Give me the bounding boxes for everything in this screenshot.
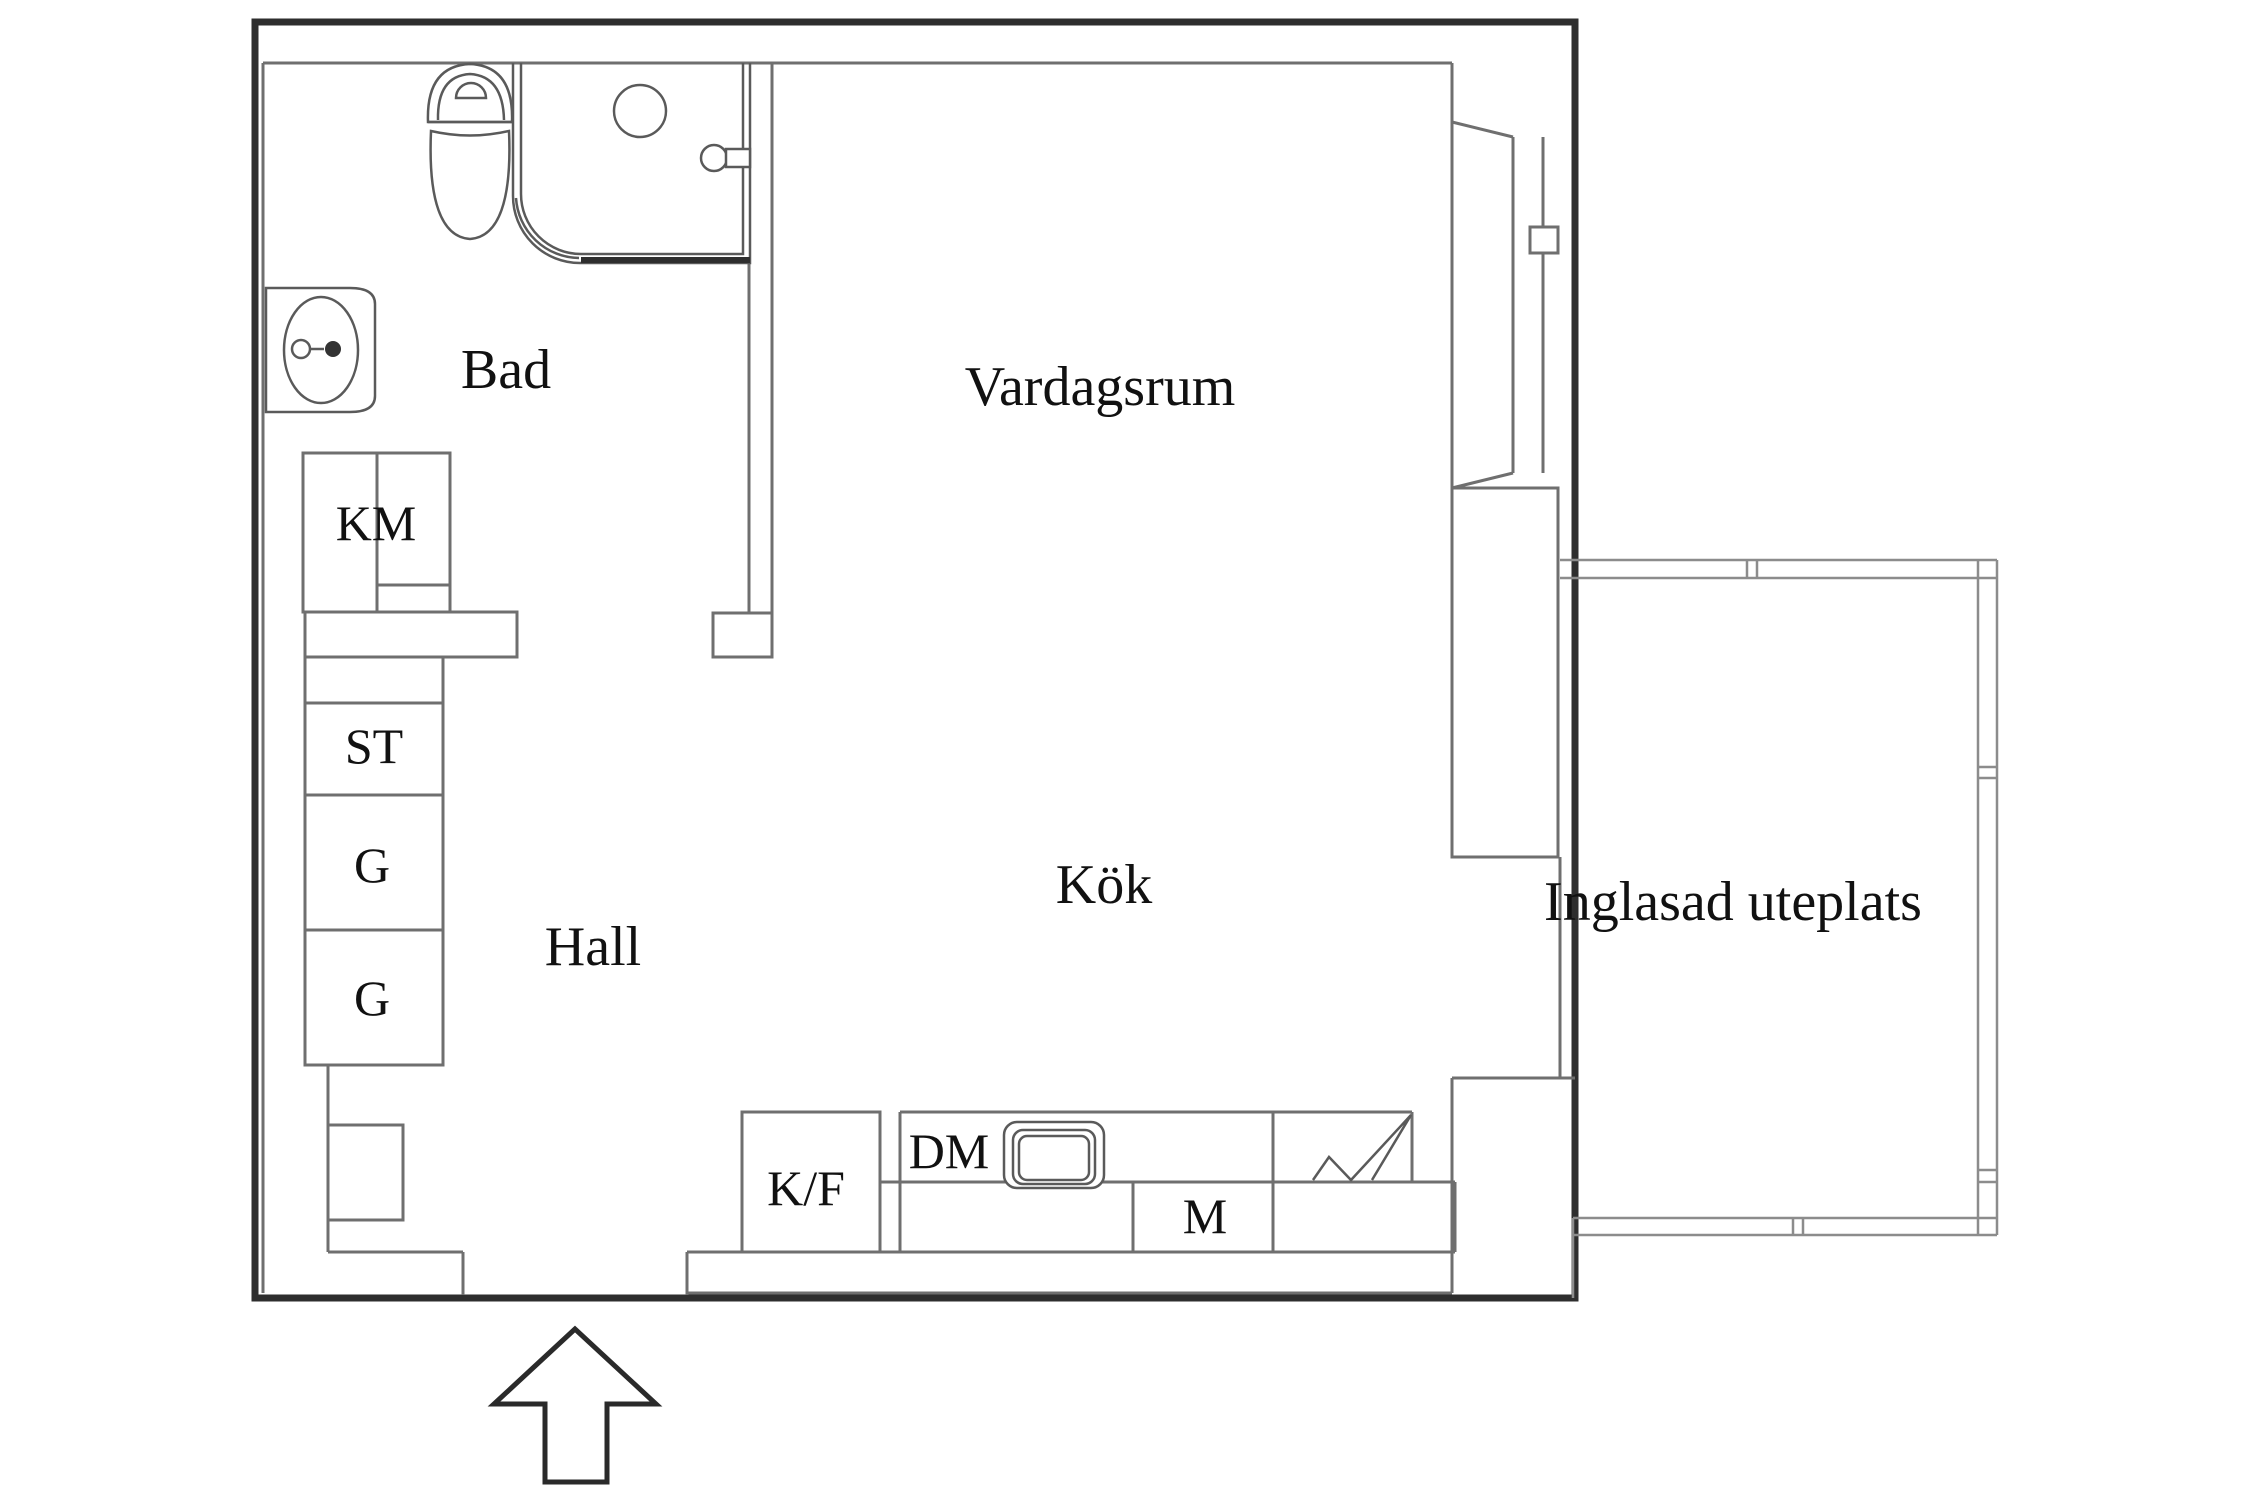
outer-walls — [251, 18, 1579, 1302]
fridge-freezer — [740, 1110, 882, 1254]
stove-icon — [1311, 1114, 1413, 1182]
hall-closets — [303, 655, 445, 1067]
faucet-icon — [325, 341, 341, 357]
kitchen-counter — [740, 1110, 1457, 1254]
room-label-uteplats: Inglasad uteplats — [1544, 871, 1922, 933]
kitchen-sink-icon — [1002, 1120, 1106, 1190]
wall-shaft-block — [1450, 486, 1560, 859]
washing-machine — [301, 451, 452, 614]
wall-foot-block — [711, 611, 774, 659]
toilet-icon — [426, 62, 514, 241]
entry-cabinet — [326, 1123, 405, 1222]
room-label-bad: Bad — [461, 339, 551, 401]
entrance-arrow-icon — [487, 1325, 663, 1485]
room-labels: Bad Vardagsrum Hall Kök Inglasad uteplat… — [461, 339, 1922, 978]
glazing-mullion — [1745, 560, 1759, 578]
shower-drain-icon — [612, 83, 668, 139]
unit-label-km: KM — [336, 495, 417, 551]
shower-valve-icon — [699, 143, 729, 173]
unit-label-g1: G — [354, 837, 390, 893]
unit-label-m: M — [1183, 1188, 1227, 1244]
unit-labels: KM ST G G K/F DM M — [336, 495, 1228, 1244]
interior-walls — [261, 61, 1575, 1295]
balcony-glazing — [1560, 558, 1999, 1298]
glazing-mullion — [1978, 1168, 1997, 1184]
unit-label-kf: K/F — [767, 1160, 845, 1216]
unit-label-g2: G — [354, 970, 390, 1026]
glazing-mullion — [1978, 765, 1997, 780]
balcony-door-window — [1450, 63, 1560, 490]
unit-label-dm: DM — [909, 1123, 990, 1179]
room-label-kok: Kök — [1056, 854, 1152, 916]
unit-label-st: ST — [345, 718, 403, 774]
room-label-vardagsrum: Vardagsrum — [965, 356, 1236, 418]
sink-icon — [264, 286, 377, 414]
door-handle-icon — [1528, 225, 1560, 255]
bathroom-wall-band — [303, 610, 519, 659]
shower-icon — [511, 63, 752, 265]
room-label-hall: Hall — [545, 916, 641, 978]
glazing-mullion — [1791, 1218, 1805, 1235]
